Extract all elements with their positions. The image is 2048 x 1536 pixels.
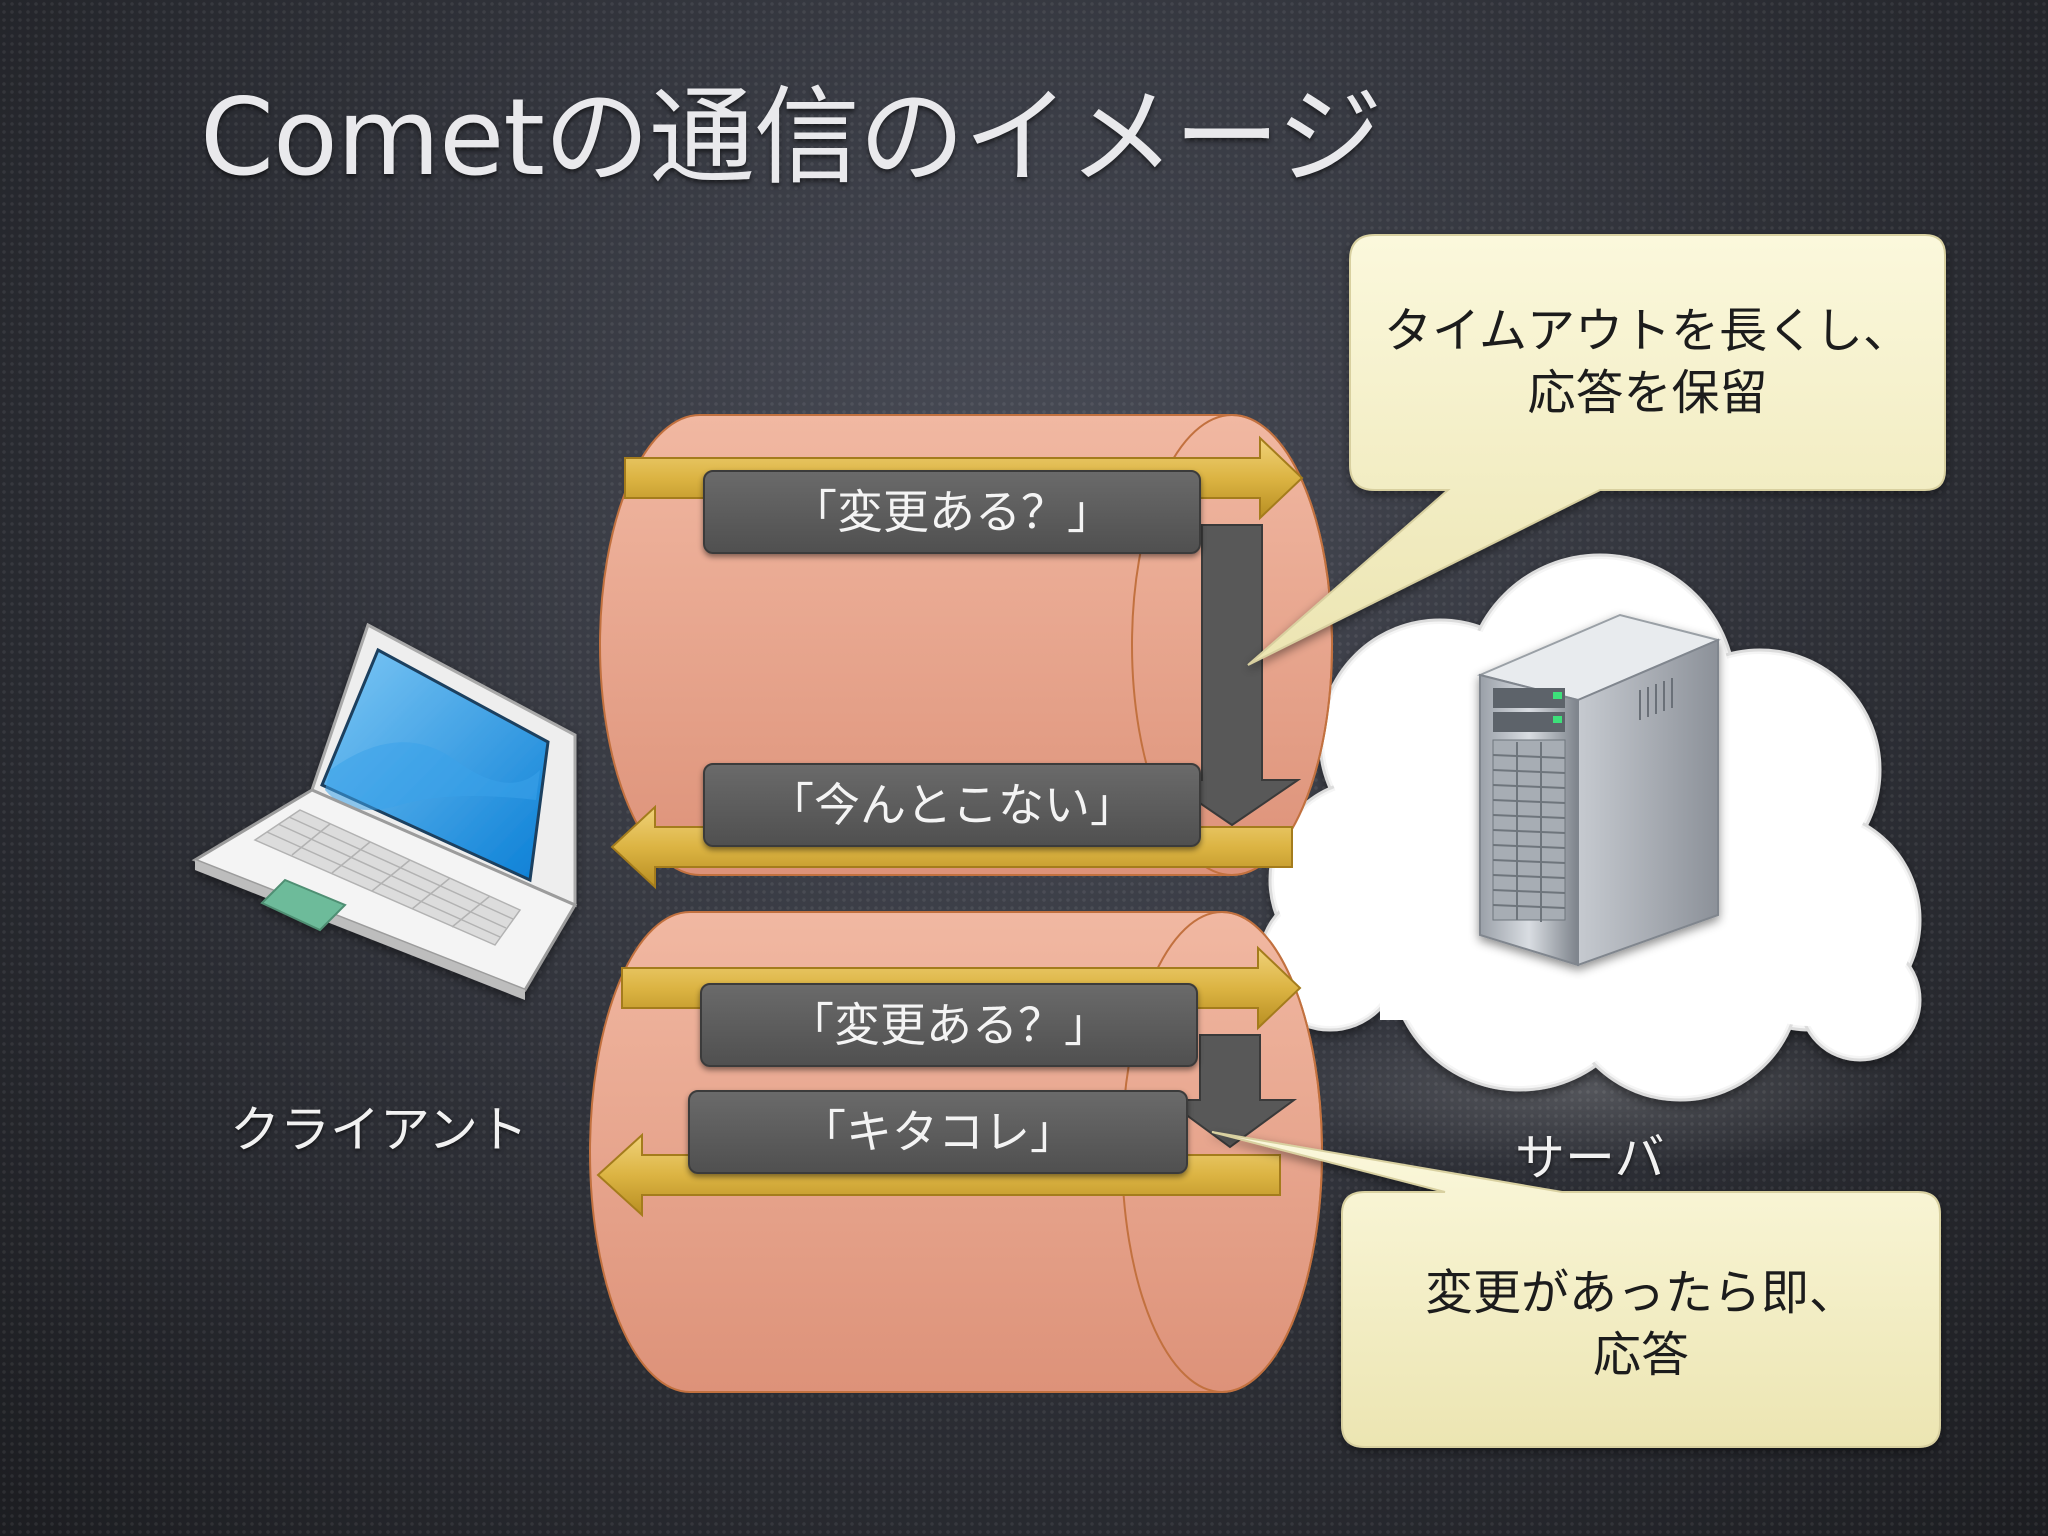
response-label-2: 「キタコレ」 [688,1090,1188,1174]
callout-line: タイムアウトを長くし、 [1383,303,1912,359]
callout-text-1: タイムアウトを長くし、 応答を保留 [1350,300,1945,424]
callout-bubble-1 [1247,234,1946,666]
wait-arrow-2 [1162,1034,1298,1149]
response-label-1: 「今んとこない」 [703,763,1201,847]
client-label: クライアント [230,1101,528,1159]
request-label-2: 「変更ある？」 [700,983,1198,1067]
callout-line: 変更があったら即、 [1424,1265,1857,1321]
callout-text-2: 変更があったら即、 応答 [1342,1262,1940,1386]
server-tower-icon [1476,613,1722,967]
callout-bubble-2 [1211,1131,1941,1448]
callout-line: 応答 [1592,1327,1689,1383]
callout-line: 応答を保留 [1527,365,1768,421]
request-label-1: 「変更ある？」 [703,470,1201,554]
laptop-icon [191,622,578,1000]
server-label: サーバ [1515,1129,1665,1187]
page-title: Cometの通信のイメージ [200,76,1383,199]
